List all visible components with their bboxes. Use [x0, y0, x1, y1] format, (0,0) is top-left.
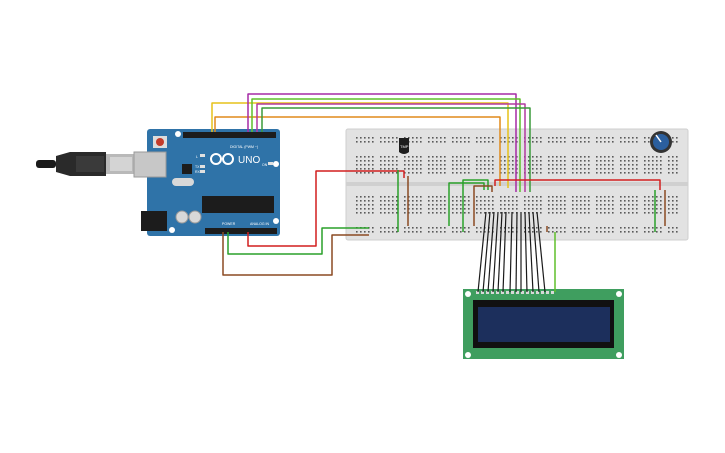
tx-led-label: TX: [195, 165, 200, 169]
wire-lime: [251, 98, 521, 192]
breadboard[interactable]: [345, 128, 689, 241]
arduino-uno-board[interactable]: UNO DIGITAL (PWM ~) POWER ANALOG IN L TX…: [133, 129, 280, 236]
wire-red-5v: [247, 170, 405, 247]
board-model-label: UNO: [238, 155, 260, 166]
potentiometer[interactable]: [650, 131, 672, 153]
power-header-label: POWER: [222, 222, 236, 226]
on-led-label: ON: [262, 163, 268, 167]
l-led-label: L: [196, 155, 198, 159]
breadboard-holes: [356, 137, 678, 233]
digital-header-label: DIGITAL (PWM ~): [230, 145, 258, 149]
analog-header-label: ANALOG IN: [250, 222, 270, 226]
wire-purple: [247, 93, 517, 192]
wires: [211, 93, 666, 293]
wire-green-gnd: [227, 227, 369, 255]
lcd-pin-header: [476, 291, 554, 294]
wire-red-rail: [494, 179, 661, 190]
wire-brown-analog: [222, 232, 369, 276]
rx-led-label: RX: [195, 170, 201, 174]
temperature-sensor[interactable]: TMP: [399, 138, 409, 154]
wire-green-lcd2: [462, 179, 489, 232]
wire-orange: [214, 116, 501, 186]
wire-yellow: [211, 102, 509, 188]
wire-magenta: [256, 103, 526, 192]
lcd-16x2-display[interactable]: [463, 289, 624, 359]
lcd-data-wires: [477, 211, 546, 293]
usb-cable: [36, 152, 134, 176]
sensor-label: TMP: [400, 144, 409, 149]
arduino-logo-icon: [210, 153, 234, 165]
wire-green-top: [261, 107, 531, 192]
wire-brown-lcd: [473, 185, 493, 226]
